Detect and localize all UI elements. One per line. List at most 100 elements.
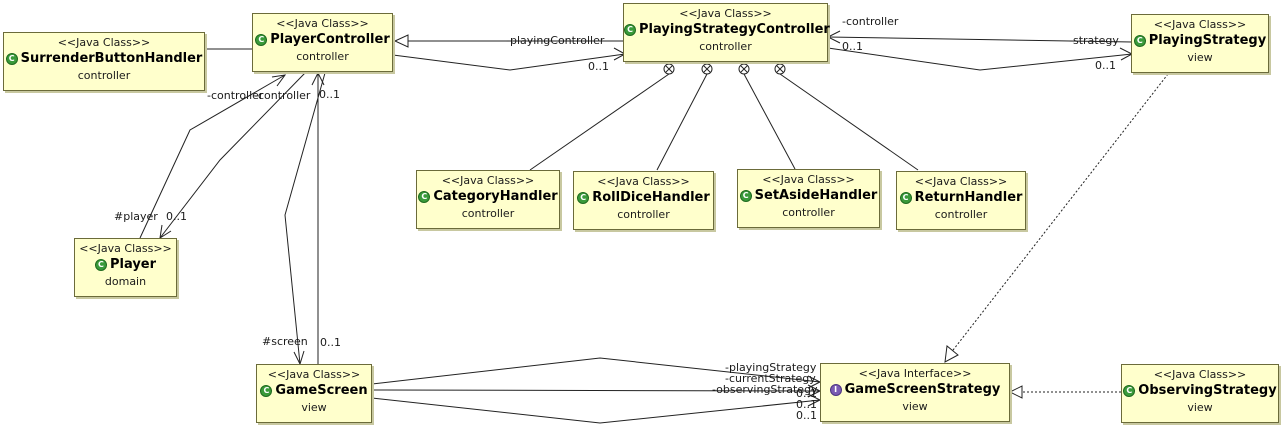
role-label: -currentStrategy [725,372,816,385]
role-label: -playingStrategy [725,361,817,374]
stereotype-label: <<Java Class>> [57,36,151,49]
role-label: #screen [262,335,308,348]
nesting-line-setaside [743,73,796,170]
class-icon: C [255,34,268,46]
realization-arrow-icon [1008,385,1023,399]
stereotype-label: <<Java Class>> [441,174,535,187]
package-label: view [902,400,928,413]
class-icon: C [1123,385,1136,397]
role-label: -controller [842,15,899,28]
open-arrow-icon [271,74,287,87]
stereotype-label: <<Java Class>> [267,368,361,381]
stereotype-label: <<Java Class>> [1153,368,1247,381]
assoc-screen-gss-observing [371,397,821,424]
multiplicity-label: 0..1 [796,409,817,422]
nesting-circle-x-icon [738,63,750,75]
role-label: -controller [254,89,311,102]
stereotype-label: <<Java Interface>> [858,367,972,380]
class-icon: C [260,385,273,397]
realization-ps-gss [949,73,1169,355]
multiplicity-label: 0..1 [842,40,863,53]
multiplicity-label: 0..1 [588,60,609,73]
package-label: controller [296,50,349,63]
stereotype-label: <<Java Class>> [914,175,1008,188]
multiplicity-label: 0..1 [796,398,817,411]
multiplicity-label: 0..1 [319,88,340,101]
multiplicity-label: 0..1 [166,210,187,223]
class-icon: C [5,53,18,65]
nesting-line-return [779,73,919,171]
class-icon: C [1133,35,1146,47]
class-icon: C [577,192,590,204]
role-label: -observingStrategy [712,383,818,396]
generalization-arrow-icon [393,34,409,48]
nesting-circle-x-icon [701,63,713,75]
package-label: controller [934,208,988,221]
assoc-pc-screen-a [284,72,326,365]
class-icon: C [418,191,431,203]
open-arrow-icon [826,30,841,44]
nesting-line-rolldice [656,73,708,171]
stereotype-label: <<Java Class>> [276,17,369,30]
realization-arrow-icon [944,345,959,363]
assoc-pc-player-b [159,72,306,239]
multiplicity-label: 0..1 [1095,59,1116,72]
stereotype-label: <<Java Class>> [679,7,772,20]
interface-icon: I [829,384,842,396]
role-label: -controller [207,89,264,102]
stereotype-label: <<Java Class>> [79,242,172,255]
role-label: -strategy [1069,34,1119,47]
open-arrow-icon [311,71,325,86]
nesting-line-category [529,73,670,171]
stereotype-label: <<Java Class>> [762,173,855,186]
package-label: view [301,401,327,414]
package-label: controller [461,207,515,220]
package-label: controller [699,40,752,53]
package-label: controller [77,69,131,82]
assoc-pc-player-a [139,74,286,239]
assoc-psc-ps-bottom [827,47,1133,71]
package-label: view [1187,51,1213,64]
package-label: view [1187,401,1213,414]
multiplicity-label: 0..1 [320,336,341,349]
multiplicity-label: 0..1 [796,387,817,400]
assoc-pc-psc-bottom [392,53,626,71]
package-label: controller [617,208,670,221]
class-icon: C [94,259,107,271]
stereotype-label: <<Java Class>> [597,175,690,188]
nesting-circle-x-icon [774,63,786,75]
role-label: #player [114,210,158,223]
assoc-screen-gss-current [371,389,821,392]
role-label: -playingController [506,34,605,47]
package-label: domain [104,275,147,288]
class-icon: C [624,24,636,36]
assoc-psc-ps-top [827,36,1133,43]
package-label: controller [782,206,835,219]
stereotype-label: <<Java Class>> [1153,18,1247,31]
assoc-screen-gss-playing [371,357,821,385]
